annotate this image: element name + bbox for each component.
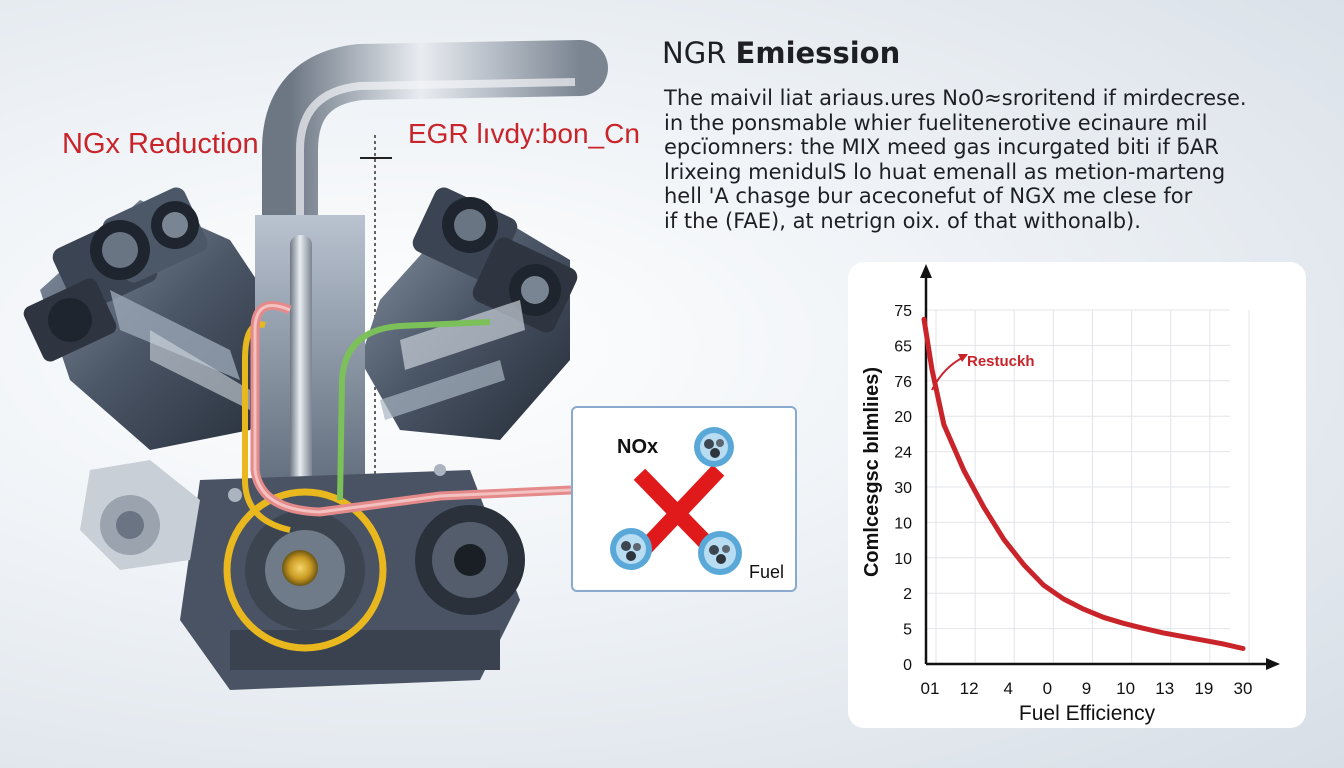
y-tick-label: 30 (894, 480, 912, 497)
engine-illustration (23, 40, 608, 690)
x-axis-arrow-icon (1266, 658, 1280, 670)
description-line: if the (FAE), at netrign oix. of that wi… (664, 208, 1141, 233)
description-line: hell 'A chasge bur aceconefut of NGX me … (664, 184, 1193, 208)
nox-reaction-box: NOx Fuel (571, 406, 797, 592)
description-line: in the ponsmable whier fuelitenerotive e… (664, 110, 1208, 135)
x-tick-label: 12 (960, 679, 979, 698)
intake-pipe (262, 40, 608, 278)
x-tick-labels: 01 12 4 0 9 10 13 19 30 (921, 679, 1253, 698)
y-tick-label: 5 (903, 622, 912, 639)
chart-series (921, 316, 1246, 651)
y-tick-label: 20 (894, 409, 912, 426)
egr-flow-lines (242, 301, 572, 533)
bolt-detail (228, 464, 446, 502)
nox-label: NOx (617, 436, 659, 458)
x-tick-label: 10 (1116, 679, 1135, 698)
title-prefix: NGR (662, 36, 736, 70)
y-tick-label: 24 (894, 445, 912, 462)
right-cylinder-bank (360, 187, 578, 440)
y-tick-label: 2 (903, 586, 912, 603)
x-tick-label: 01 (921, 679, 940, 698)
ngx-reduction-label: NGx Reduction (62, 128, 259, 160)
y-tick-label: 0 (903, 657, 912, 674)
emission-chart: 75 65 76 20 24 30 10 10 2 5 0 01 12 4 0 9 10 13 19 30 Rest… (861, 264, 1280, 725)
molecule-icon (694, 427, 734, 467)
main-pulley (223, 488, 387, 652)
chart-grid (926, 309, 1250, 665)
y-tick-label: 75 (894, 303, 912, 320)
x-tick-label: 9 (1082, 679, 1091, 698)
molecule-icon (698, 531, 742, 575)
fuel-label: Fuel (749, 562, 785, 582)
description-line: lrixeing menidulS lo huat emenall as met… (664, 159, 1226, 184)
y-tick-label: 65 (894, 338, 912, 355)
annotation-label: Restuckh (967, 353, 1035, 370)
alternator (80, 460, 200, 570)
emission-chart-card: 75 65 76 20 24 30 10 10 2 5 0 01 12 4 0 9 10 13 19 30 Rest… (848, 262, 1306, 728)
left-cylinder-bank (23, 187, 290, 450)
molecule-icon (610, 528, 652, 570)
y-tick-label: 10 (894, 551, 912, 568)
x-tick-label: 0 (1043, 679, 1052, 698)
description-paragraph: The maivil liat ariaus.ures No0≈sroriten… (664, 86, 1304, 233)
annotation-arrow-icon (958, 354, 968, 362)
chart-axes (920, 264, 1280, 670)
description-line: epcïomners: the MIX meed gas incurgated … (664, 135, 1219, 159)
x-tick-label: 19 (1194, 679, 1213, 698)
title-bold: Emiession (735, 36, 901, 70)
reaction-diagram (610, 427, 742, 575)
description-line: The maivil liat ariaus.ures No0≈sroriten… (664, 86, 1247, 110)
egr-label: EGR lıvdy:bon_Cn (408, 118, 640, 149)
x-tick-label: 4 (1004, 679, 1013, 698)
x-axis-label: Fuel Efficiency (1019, 702, 1156, 725)
cross-mark (633, 464, 725, 560)
y-tick-label: 76 (894, 374, 912, 391)
y-tick-labels: 75 65 76 20 24 30 10 10 2 5 0 (894, 303, 912, 674)
y-axis-arrow-icon (920, 264, 932, 278)
x-tick-label: 30 (1234, 679, 1253, 698)
right-pulley (415, 505, 525, 615)
series-line (921, 316, 1246, 651)
page-title: NGR Emiession (662, 36, 900, 70)
annotation: Restuckh (931, 353, 1035, 391)
y-axis-label: Comlcesgsc bılmliıes) (861, 367, 883, 577)
x-tick-label: 13 (1155, 679, 1174, 698)
y-tick-label: 10 (894, 515, 912, 532)
